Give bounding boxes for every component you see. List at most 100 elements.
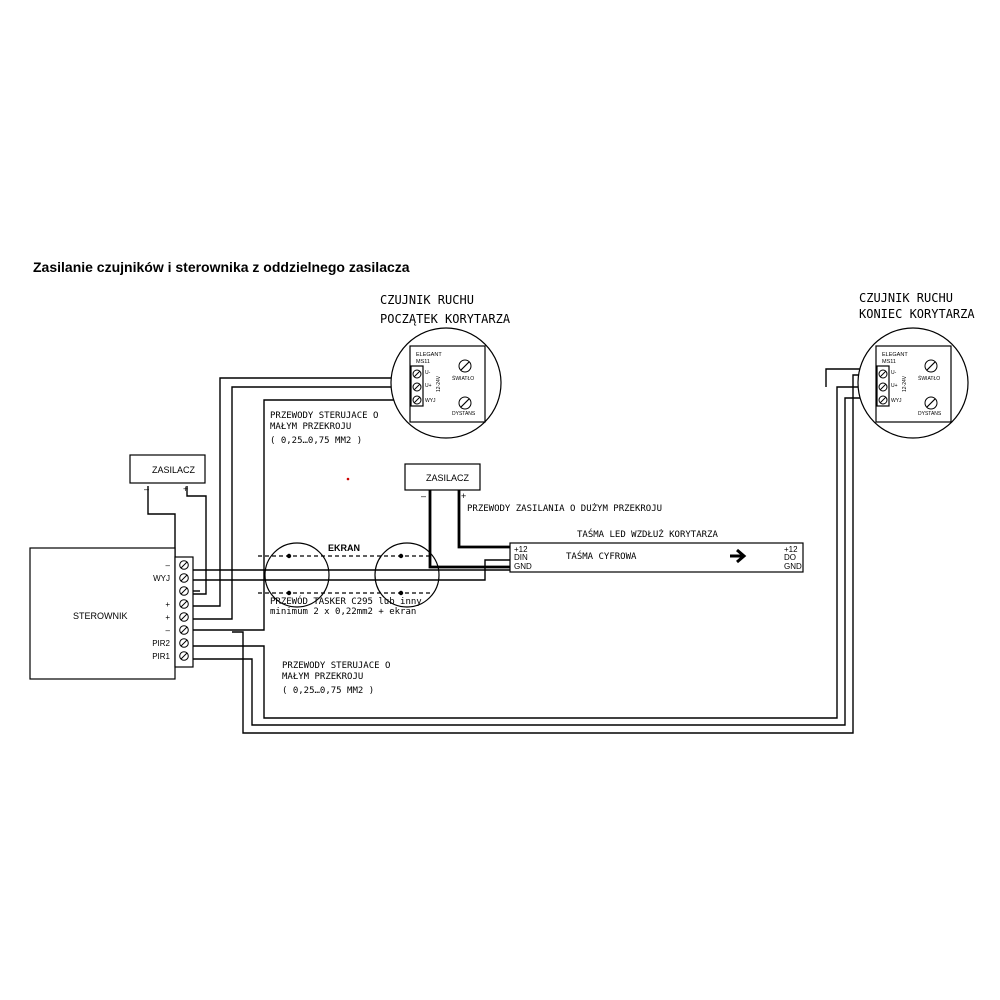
potentiometer-slot [926,398,936,408]
sensor-end-voltage: 12-24V [902,375,908,392]
psu-left-body [129,454,206,484]
diagram-title: Zasilanie czujników i sterownika z oddzi… [33,259,410,275]
screw-slot [879,370,887,378]
screw-slot [180,587,188,595]
sensor-end-heading-2: KONIEC KORYTARZA [859,307,975,321]
screw-slot [413,370,421,378]
screw-slot [180,626,188,634]
controller-terminal-label: PIR2 [152,639,170,648]
note-control-bottom-2: MAŁYM PRZEKROJU [282,672,363,682]
psu-left: ZASILACZ – + [129,454,206,494]
led-out-label-2: DO [784,553,796,562]
screw-slot [879,396,887,404]
led-out-label-1: +12 [784,545,798,554]
ferrite-left [264,542,330,608]
shield-label: EKRAN [328,543,360,553]
psu-right-plus-wire [457,490,510,549]
screw-slot [413,383,421,391]
psu-left-plus: + [183,484,188,494]
sensor-start-power-wire [193,377,410,607]
potentiometer-slot [926,361,936,371]
sensor-start-brand: ELEGANT [416,352,442,358]
psu-right-label: ZASILACZ [426,473,470,483]
led-in-label-3: GND [514,562,532,571]
sensor-start-pot-distance: DYSTANS [452,411,476,417]
screw-slot [180,600,188,608]
potentiometer-slot [460,361,470,371]
controller-terminal-label: + [165,613,170,622]
sensor-start-term-1: U- [425,370,431,376]
screw-slot [180,652,188,660]
screw-slot [180,613,188,621]
controller-terminal-block [174,556,194,668]
sensor-end-term-3: WYJ [891,398,902,404]
led-strip-body [509,542,804,573]
led-in-label-1: +12 [514,545,528,554]
note-control-bottom-1: PRZEWODY STERUJACE O [282,661,390,671]
led-in-label-2: DIN [514,553,528,562]
sensor-start-term-3: WYJ [425,398,436,404]
sensor-end-term-2: U+ [891,383,898,389]
psu-left-plus-wire [186,486,207,595]
note-cable-2: minimum 2 x 0,22mm2 + ekran [270,607,416,617]
controller-terminal-label: WYJ [153,574,170,583]
sensor-end-power-wire [232,374,878,734]
note-power-wires: PRZEWODY ZASILANIA O DUŻYM PRZEKROJU [467,503,662,514]
sensor-end-signal-wire [193,397,878,726]
note-control-bottom-3: ( 0,25…0,75 MM2 ) [282,686,374,696]
psu-right: ZASILACZ – + [404,463,481,501]
psu-left-label: ZASILACZ [152,465,196,475]
sensor-end-heading-1: CZUJNIK RUCHU [859,291,953,305]
sensor-start-term-2: U+ [425,383,432,389]
ferrite-right [374,542,440,608]
sensor-start-heading-2: POCZĄTEK KORYTARZA [380,312,511,326]
led-out-label-3: GND [784,562,802,571]
sensor-start-ground-wire [193,386,410,620]
led-strip: TAŚMA LED WZDŁUŻ KORYTARZA TAŚMA CYFROWA… [509,528,804,573]
screw-slot [180,574,188,582]
sensor-start-model: MS11 [416,359,430,365]
wires [147,368,878,734]
sensor-end-term-1: U- [891,370,897,376]
controller-terminal-label: – [166,561,171,570]
red-dot [346,477,350,481]
arrow-right-icon [730,548,747,564]
sensor-start-pot-light: ŚWIATŁO [452,374,474,382]
notes: PRZEWODY STERUJACE O MAŁYM PRZEKROJU ( 0… [270,411,662,696]
psu-right-minus: – [421,491,426,501]
screw-slot [413,396,421,404]
screw-slot [180,639,188,647]
controller-terminal-label: – [166,626,171,635]
psu-right-body [404,463,481,491]
psu-left-minus-wire [147,486,176,565]
screw-slot [879,383,887,391]
controller-terminal-label: + [165,600,170,609]
sensor-end-pot-light: ŚWIATŁO [918,374,940,382]
sensor-end-brand: ELEGANT [882,352,908,358]
controller-body [29,547,176,680]
sensor-end-pot-distance: DYSTANS [918,411,942,417]
led-strip-heading: TAŚMA LED WZDŁUŻ KORYTARZA [577,528,718,540]
psu-right-plus: + [461,491,466,501]
potentiometer-slot [460,398,470,408]
note-cable-1: PRZEWÓD TASKER C295 lub inny [270,595,422,607]
sensor-start-heading-1: CZUJNIK RUCHU [380,293,474,307]
psu-left-minus: – [144,484,149,494]
controller-label: STEROWNIK [73,611,128,621]
cable-shield: EKRAN [258,542,440,608]
sensor-end-output-wire [193,386,878,719]
note-control-top-2: MAŁYM PRZEKROJU [270,422,351,432]
led-strip-type: TAŚMA CYFROWA [566,550,637,562]
psu-right-minus-wire [428,490,510,569]
sensor-end-model: MS11 [882,359,896,365]
data-wire-2 [193,559,510,581]
controller-terminal-label: PIR1 [152,652,170,661]
sensor-start-output-wire [193,399,410,631]
note-control-top-3: ( 0,25…0,75 MM2 ) [270,436,362,446]
screw-slot [180,561,188,569]
sensor-start: CZUJNIK RUCHU POCZĄTEK KORYTARZA ELEGANT… [380,293,511,439]
note-control-top-1: PRZEWODY STERUJACE O [270,411,378,421]
sensor-start-voltage: 12-24V [436,375,442,392]
